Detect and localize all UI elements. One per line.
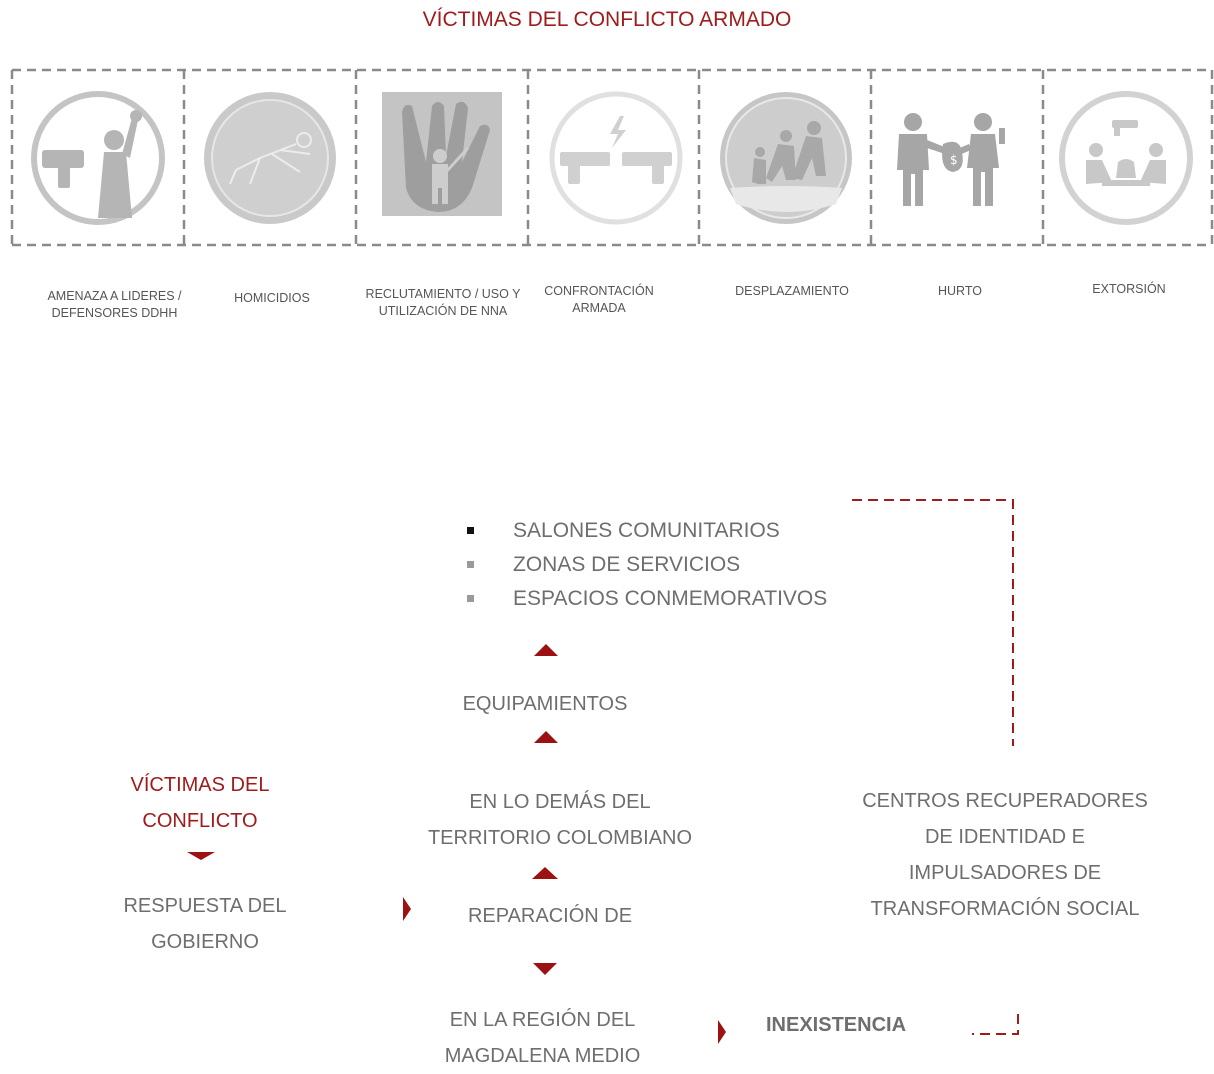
territorio-node: EN LO DEMÁS DEL TERRITORIO COLOMBIANO: [380, 784, 740, 846]
robbery-icon: $: [897, 113, 1005, 206]
node-line: EN LA REGIÓN DEL: [449, 1009, 636, 1031]
arrow-down-icon: [187, 852, 215, 860]
body-outline-icon: [204, 92, 336, 224]
list-item-text: SALONES COMUNITARIOS: [513, 519, 780, 542]
centros-node: CENTROS RECUPERADORES DE IDENTIDAD E IMP…: [820, 783, 1190, 927]
label-line: HURTO: [938, 284, 982, 298]
threat-leader-gun-icon: [31, 91, 165, 225]
bullet-square-icon: [467, 595, 474, 602]
two-guns-icon: [549, 91, 683, 225]
bullet-square-icon: [467, 527, 474, 534]
arrow-up-icon: [534, 731, 558, 743]
label-line: RECLUTAMIENTO / USO Y: [365, 287, 521, 301]
victimas-node: VÍCTIMAS DEL CONFLICTO: [90, 767, 310, 831]
label-line: UTILIZACIÓN DE NNA: [378, 304, 508, 318]
node-line: DE IDENTIDAD E: [924, 826, 1086, 848]
arrow-right-icon: [718, 1020, 726, 1044]
category-label-homicidios: HOMICIDIOS: [184, 290, 360, 307]
category-label-hurto: HURTO: [890, 283, 1030, 300]
arrow-right-icon: [403, 897, 411, 921]
category-strip-frame: [10, 68, 1214, 247]
displaced-family-icon: [720, 92, 852, 224]
label-line: DESPLAZAMIENTO: [735, 284, 849, 298]
region-node: EN LA REGIÓN DEL MAGDALENA MEDIO: [400, 1002, 685, 1074]
node-line: VÍCTIMAS DEL: [130, 774, 270, 796]
svg-text:$: $: [950, 153, 958, 167]
node-line: TERRITORIO COLOMBIANO: [427, 827, 693, 846]
category-label-confrontacion: CONFRONTACIÓN ARMADA: [526, 283, 672, 317]
child-soldier-hand-icon: [382, 92, 502, 216]
node-line: EN LO DEMÁS DEL: [469, 791, 651, 813]
node-line: RESPUESTA DEL: [123, 895, 287, 917]
list-item: ZONAS DE SERVICIOS: [463, 548, 827, 582]
category-label-desplazamiento: DESPLAZAMIENTO: [704, 283, 880, 300]
node-line: TRANSFORMACIÓN SOCIAL: [870, 898, 1140, 920]
label-line: DEFENSORES DDHH: [51, 306, 178, 320]
inexistencia-node: INEXISTENCIA: [766, 1014, 907, 1036]
extortion-table-icon: [1059, 91, 1193, 225]
equipamientos-node: EQUIPAMIENTOS: [462, 693, 628, 715]
category-label-reclutamiento: RECLUTAMIENTO / USO Y UTILIZACIÓN DE NNA: [350, 286, 536, 320]
label-line: CONFRONTACIÓN: [544, 284, 654, 298]
list-item-text: ZONAS DE SERVICIOS: [513, 553, 741, 576]
bullet-square-icon: [467, 561, 474, 568]
node-line: CENTROS RECUPERADORES: [862, 790, 1148, 812]
list-item-text: ESPACIOS CONMEMORATIVOS: [513, 587, 828, 610]
label-line: HOMICIDIOS: [234, 291, 310, 305]
list-item: SALONES COMUNITARIOS: [463, 514, 827, 548]
arrow-up-icon: [532, 867, 558, 879]
node-line: GOBIERNO: [151, 931, 259, 952]
arrow-up-icon: [534, 644, 558, 656]
label-line: EXTORSIÓN: [1092, 282, 1166, 296]
node-line: MAGDALENA MEDIO: [444, 1045, 641, 1067]
dashed-connector-bottom: [972, 1014, 1019, 1035]
respuesta-node: RESPUESTA DEL GOBIERNO: [85, 888, 325, 952]
equipment-bullet-list: SALONES COMUNITARIOS ZONAS DE SERVICIOS …: [463, 514, 827, 616]
label-line: AMENAZA A LIDERES /: [47, 289, 182, 303]
node-line: IMPULSADORES DE: [908, 862, 1102, 884]
category-label-amenaza: AMENAZA A LIDERES / DEFENSORES DDHH: [12, 288, 217, 322]
diagram-title: VÍCTIMAS DEL CONFLICTO ARMADO: [422, 8, 792, 31]
label-line: ARMADA: [572, 301, 626, 315]
list-item: ESPACIOS CONMEMORATIVOS: [463, 582, 827, 616]
reparacion-node: REPARACIÓN DE: [467, 905, 633, 927]
category-label-extorsion: EXTORSIÓN: [1056, 281, 1202, 298]
arrow-down-icon: [533, 963, 557, 975]
node-line: CONFLICTO: [142, 810, 258, 831]
dashed-connector-top: [852, 499, 1014, 746]
